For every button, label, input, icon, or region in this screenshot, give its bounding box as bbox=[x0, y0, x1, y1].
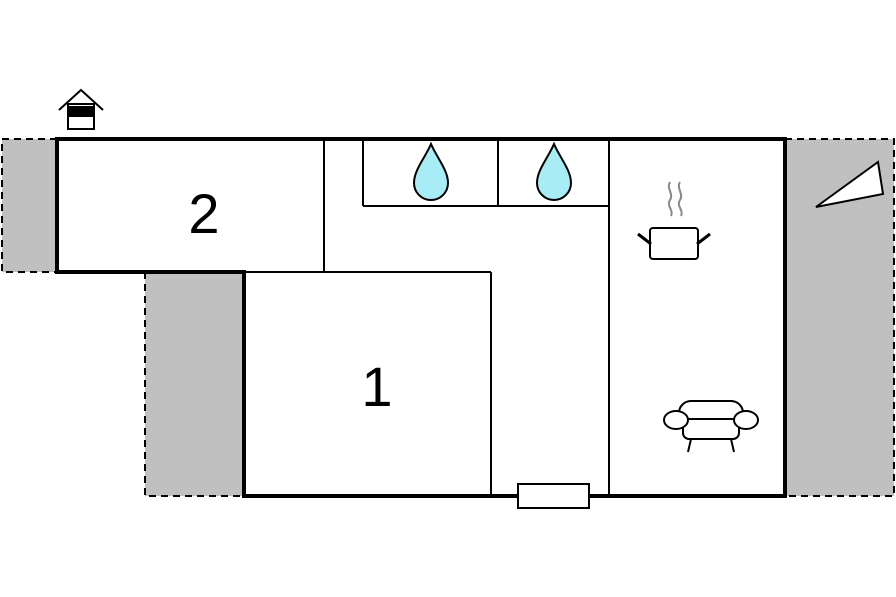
room-label-2: 2 bbox=[188, 182, 219, 245]
water-drop-icon bbox=[412, 141, 450, 201]
window bbox=[517, 483, 590, 509]
room-label-1: 1 bbox=[361, 355, 392, 418]
cooking-pot-icon bbox=[637, 181, 711, 260]
interior-walls bbox=[244, 139, 610, 496]
house-entrance-icon bbox=[58, 88, 104, 130]
exterior-walls bbox=[55, 137, 787, 498]
terrace-left bbox=[1, 138, 57, 273]
sofa-icon bbox=[663, 400, 759, 453]
north-arrow-icon bbox=[815, 160, 885, 208]
terrace-lower-left bbox=[144, 272, 244, 497]
water-drop-icon bbox=[535, 141, 573, 201]
